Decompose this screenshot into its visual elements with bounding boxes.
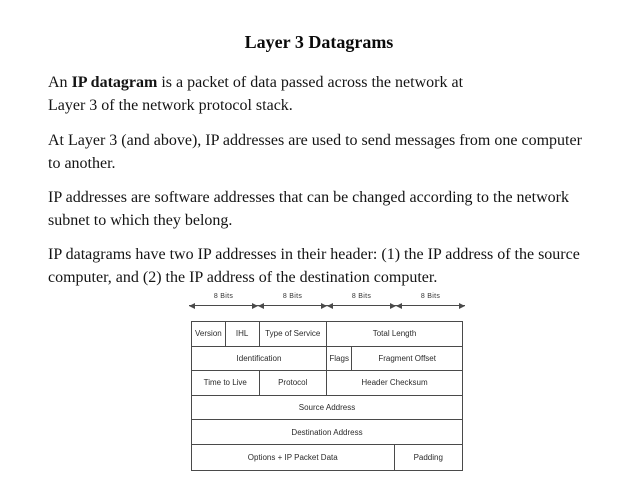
cell-flags: Flags xyxy=(327,346,353,372)
paragraph-software-addresses: IP addresses are software addresses that… xyxy=(48,187,612,232)
paragraph-line: subnet to which they belong. xyxy=(48,211,233,229)
paragraph-layer3-addresses: At Layer 3 (and above), IP addresses are… xyxy=(48,130,612,175)
paragraph-line: Layer 3 of the network protocol stack. xyxy=(48,96,293,114)
cell-source-address: Source Address xyxy=(192,396,462,421)
cell-destination-address: Destination Address xyxy=(192,420,462,445)
bit-scale: 8 Bits 8 Bits 8 Bits 8 Bits xyxy=(189,292,465,311)
bit-scale-label: 8 Bits xyxy=(351,293,372,300)
paragraph-line: At Layer 3 (and above), IP addresses are… xyxy=(48,132,582,149)
bit-scale-segment: 8 Bits xyxy=(327,292,396,311)
bit-scale-segment: 8 Bits xyxy=(258,292,327,311)
paragraph-line: IP datagrams have two IP addresses in th… xyxy=(48,246,580,263)
paragraph-ip-datagram: An IP datagram is a packet of data passe… xyxy=(48,72,612,117)
paragraph-two-addresses: IP datagrams have two IP addresses in th… xyxy=(48,244,612,289)
paragraph-line: An IP datagram is a packet of data passe… xyxy=(48,72,612,95)
text-run: An xyxy=(48,74,72,91)
double-arrow-icon xyxy=(189,301,258,311)
bit-scale-label: 8 Bits xyxy=(213,293,234,300)
cell-ihl: IHL xyxy=(225,322,260,347)
bit-scale-label: 8 Bits xyxy=(420,293,441,300)
bit-scale-segment: 8 Bits xyxy=(189,292,258,311)
double-arrow-icon xyxy=(327,301,396,311)
cell-version: Version xyxy=(192,322,226,347)
double-arrow-icon xyxy=(258,301,327,311)
paragraph-line: computer, and (2) the IP address of the … xyxy=(48,268,438,286)
cell-padding: Padding xyxy=(413,452,443,462)
paragraph-line: IP addresses are software addresses that… xyxy=(48,189,569,206)
text-run-bold: IP datagram xyxy=(71,74,158,91)
double-arrow-icon xyxy=(396,301,465,311)
cell-fragment-offset: Fragment Offset xyxy=(352,347,462,372)
cell-time-to-live: Time to Live xyxy=(192,371,260,396)
bit-scale-label: 8 Bits xyxy=(282,293,303,300)
cell-protocol: Protocol xyxy=(259,371,327,396)
page-title: Layer 3 Datagrams xyxy=(244,32,394,52)
bit-scale-segment: 8 Bits xyxy=(396,292,465,311)
cell-identification: Identification xyxy=(192,346,327,372)
cell-total-length: Total Length xyxy=(327,322,462,347)
cell-options: Options + IP Packet Data xyxy=(192,444,395,470)
text-run: is a packet of data passed across the ne… xyxy=(157,74,464,91)
paragraph-line: to another. xyxy=(48,154,116,172)
ip-header-diagram: Version IHL Type of Service Total Length… xyxy=(191,321,463,471)
cell-type-of-service: Type of Service xyxy=(259,322,327,347)
cell-header-checksum: Header Checksum xyxy=(327,371,462,396)
